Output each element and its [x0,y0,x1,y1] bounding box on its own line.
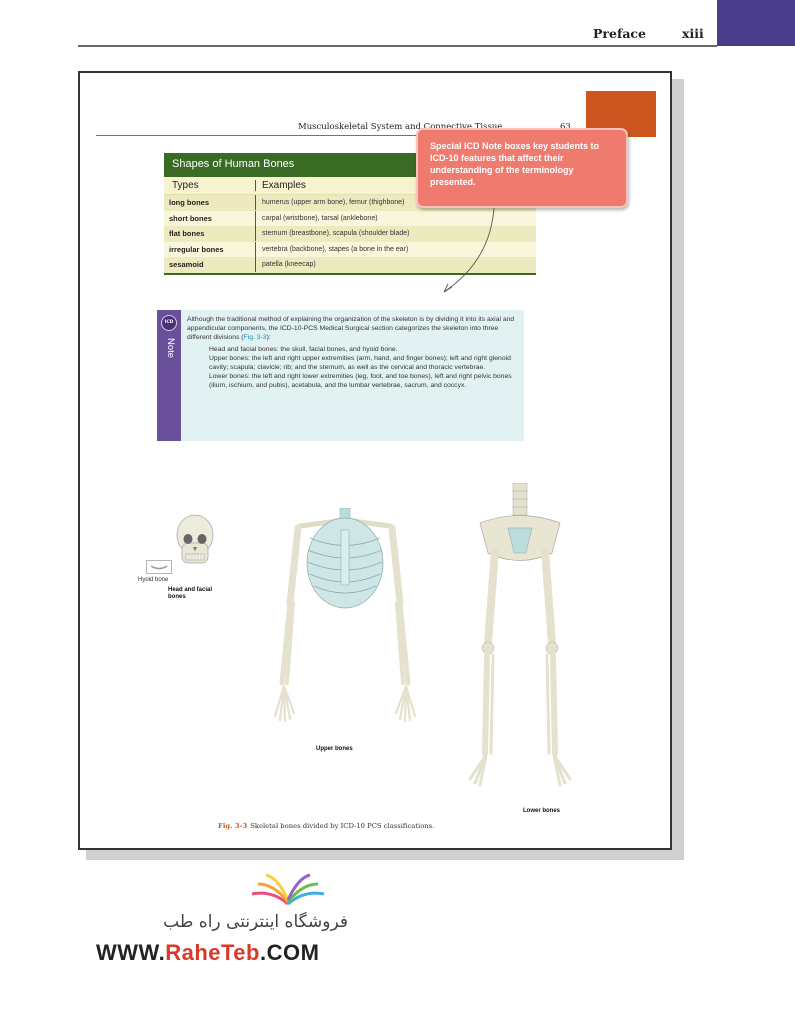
row-examples: vertebra (backbone), stapes (a bone in t… [262,245,409,253]
hyoid-illustration [146,560,172,574]
callout-note: Special ICD Note boxes key students to I… [416,128,628,208]
table-row: sesamoid patella (kneecap) [164,257,536,273]
table-rows: long bones humerus (upper arm bone), fem… [164,195,536,273]
upper-skeleton-illustration [273,508,417,723]
table-bottom-rule [164,272,536,275]
head-facial-bones-label: Head and facial bones [168,587,213,600]
note-intro: Although the traditional method of expla… [187,316,515,341]
inset-header-title: Musculoskeletal System and Connective Ti… [298,122,503,132]
fig-reference-link[interactable]: Fig. 3-3 [243,333,267,341]
upper-bones-label: Upper bones [316,746,353,752]
note-upper-division: Upper bones: the left and right upper ex… [209,355,511,371]
note-head-division: Head and facial bones: the skull, facial… [209,346,398,354]
row-examples: carpal (wristbone), tarsal (anklebone) [262,214,378,222]
outer-header-title: Preface [593,26,646,41]
note-text: Although the traditional method of expla… [187,316,517,390]
column-header-types: Types [164,180,256,191]
outer-header: Preface xiii [0,0,795,50]
watermark-persian-text: فروشگاه اینترنتی راه طب [163,912,348,932]
row-type: long bones [164,195,256,211]
inset-page-number: 63 [560,122,571,132]
note-side-bar: ICD Note [157,310,181,441]
table-row: flat bones sternum (breastbone), scapula… [164,226,536,242]
note-label: Note [165,338,176,359]
hyoid-label: Hyoid bone [138,577,169,583]
row-examples: patella (kneecap) [262,261,316,269]
row-type: short bones [164,210,256,226]
outer-page-number: xiii [682,26,704,41]
row-examples: humerus (upper arm bone), femur (thighbo… [262,199,405,207]
row-type: flat bones [164,226,256,242]
table-row: irregular bones vertebra (backbone), sta… [164,241,536,257]
lower-skeleton-illustration [468,483,572,787]
lower-bones-label: Lower bones [523,808,561,814]
table-row: short bones carpal (wristbone), tarsal (… [164,210,536,226]
watermark-logo: فروشگاه اینترنتی راه طب WWW.RaheTeb.COM [88,870,348,980]
callout-arrow-icon [443,207,495,293]
row-type: sesamoid [164,257,256,273]
inset-header-rule [96,135,586,136]
watermark-url: WWW.RaheTeb.COM [96,940,320,965]
skull-illustration [176,514,214,564]
icd-note-box: ICD Note Although the traditional method… [157,310,524,441]
row-examples: sternum (breastbone), scapula (shoulder … [262,230,410,238]
column-header-examples: Examples [262,180,306,191]
figure-number: Fig. 3-3 [218,822,248,830]
book-logo-icon [251,873,325,906]
row-type: irregular bones [164,241,256,257]
skeleton-figure: Hyoid bone Head and facial bones Upper b… [130,483,650,833]
header-rule [78,45,717,47]
icd-badge-icon: ICD [161,315,177,331]
figure-caption-text: Skeletal bones divided by ICD-10 PCS cla… [250,822,435,830]
header-accent-block [717,0,795,46]
note-divisions: Head and facial bones: the skull, facial… [187,346,517,390]
note-lower-division: Lower bones: the left and right lower ex… [209,372,512,389]
